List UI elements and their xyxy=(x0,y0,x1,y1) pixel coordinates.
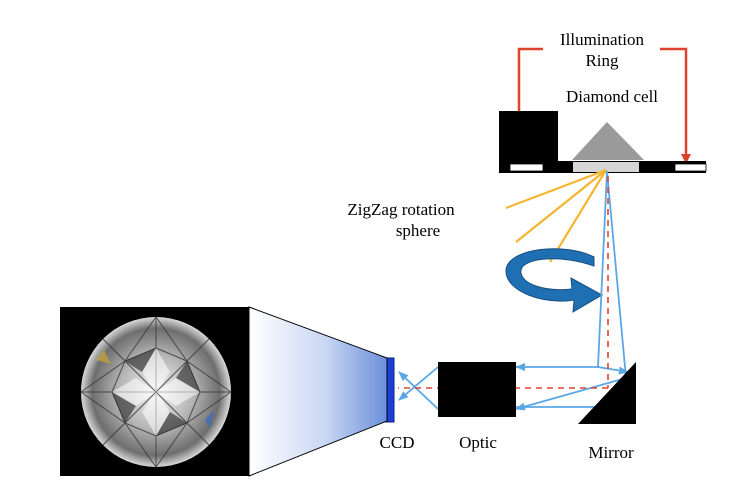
zigzag-label-line1: ZigZag rotation xyxy=(347,200,455,219)
curved-rotation-arrow-icon xyxy=(505,248,604,313)
illumination-ring-right-segment xyxy=(674,163,707,172)
mirror xyxy=(578,362,636,424)
zigzag-label-line2: sphere xyxy=(396,221,440,240)
ccd-label: CCD xyxy=(380,433,415,452)
zigzag-rays xyxy=(505,168,607,263)
holder-center-window xyxy=(573,162,639,172)
round-brilliant-diamond-icon xyxy=(60,307,249,476)
image-projection-frustum xyxy=(248,306,388,477)
light-rays xyxy=(398,170,629,411)
illumination-ring-label-line1: Illumination xyxy=(560,30,645,49)
illumination-ring-label-line2: Ring xyxy=(585,51,619,70)
optic-lens-box xyxy=(438,362,516,417)
illumination-ring-left-segment xyxy=(509,163,544,172)
sample-holder xyxy=(499,111,707,173)
diamond-cell-label: Diamond cell xyxy=(566,87,658,106)
mirror-label: Mirror xyxy=(588,443,634,462)
diamond-cell-prism xyxy=(572,122,644,160)
optic-label: Optic xyxy=(459,433,497,452)
